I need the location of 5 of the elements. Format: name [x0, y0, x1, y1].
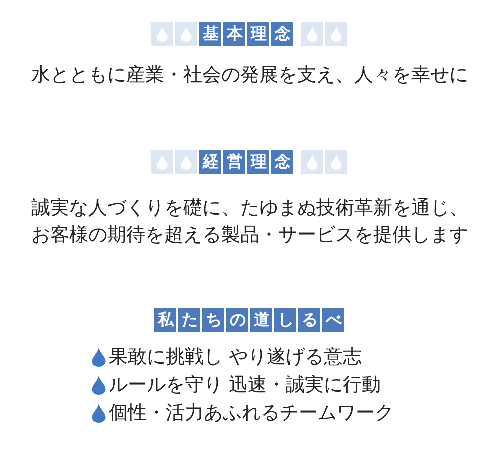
statement-text: 誠実な人づくりを礎に、たゆまぬ技術革新を通じ、お客様の期待を超える製品・サービスを提供します — [30, 196, 470, 248]
bullet-text: 個性・活力あふれるチームワーク — [109, 401, 394, 426]
bullet-text: 果敢に挑戦し やり遂げる意志 — [109, 345, 362, 370]
bullet-text: ルールを守り 迅速・誠実に行動 — [109, 373, 382, 398]
statement-text: 水とともに産業・社会の発展を支え、人々を幸せに — [30, 63, 470, 88]
